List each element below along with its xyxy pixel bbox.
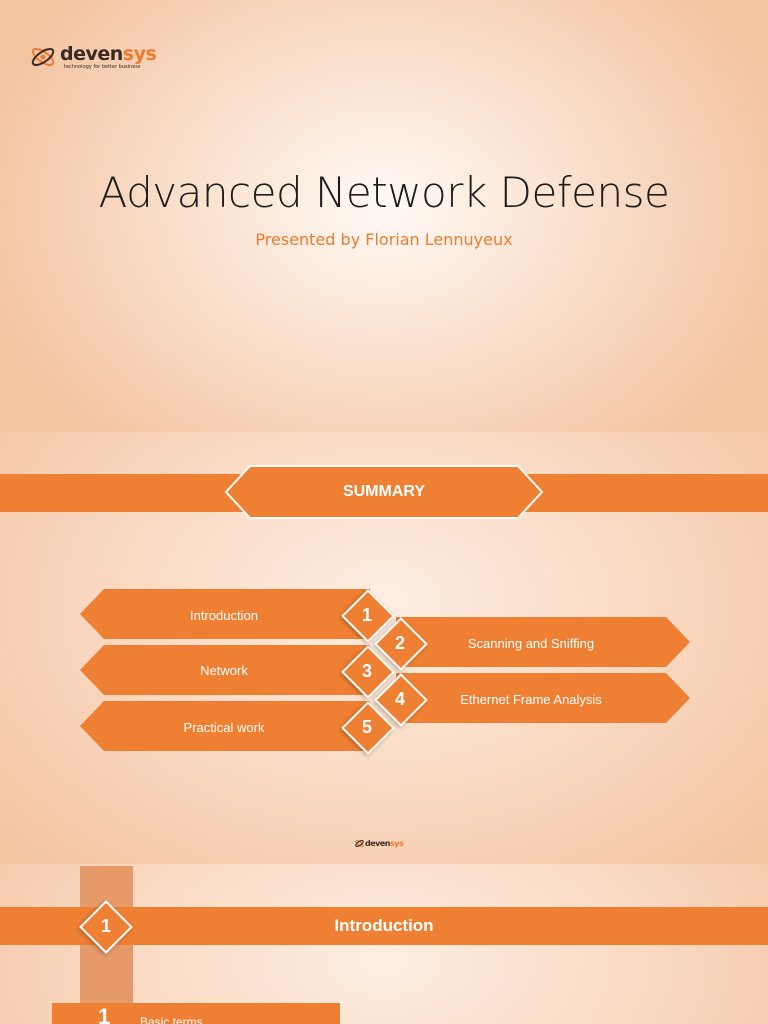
logo-word-dev: deven [60,42,123,65]
section-title: Introduction [334,916,434,935]
summary-item-label-3[interactable]: Network [200,663,248,678]
subsection-number: 1 [98,1004,111,1024]
devensys-logo-icon [31,47,55,67]
introduction-slide: 1 Introduction 1 Basic terms [0,864,768,1024]
subsection-box [52,1003,340,1024]
summary-item-number-5: 5 [361,717,372,737]
summary-item-number-3: 3 [361,661,372,681]
subsection-label[interactable]: Basic terms [140,1015,203,1024]
summary-banner-shape [224,465,544,519]
summary-item-label-2[interactable]: Scanning and Sniffing [467,636,595,651]
section-number: 1 [100,916,111,936]
summary-item-shape-1 [80,589,370,639]
logo-tagline: technology for better business [64,63,141,70]
presenter-subtitle: Presented by Florian Lennuyeux [255,230,513,249]
title-slide: devensys technology for better business … [0,0,768,432]
footer-logo-word-sys: sys [390,839,404,848]
summary-item-number-4: 4 [394,689,405,709]
devensys-logo: devensys technology for better business [28,42,157,72]
summary-banner-label: SUMMARY [342,483,426,500]
devensys-logo-icon [355,840,364,847]
summary-item-shape-4 [396,673,690,723]
summary-item-label-5[interactable]: Practical work [183,720,265,735]
logo-word-sys: sys [122,42,157,65]
summary-item-shape-5 [80,701,370,751]
summary-item-label-1[interactable]: Introduction [190,608,258,623]
presentation-title: Advanced Network Defense [98,168,670,217]
summary-item-label-4[interactable]: Ethernet Frame Analysis [460,692,602,707]
footer-logo-word-dev: deven [365,839,391,848]
summary-item-number-1: 1 [361,605,372,625]
summary-item-shape-3 [80,645,370,695]
summary-item-shape-2 [396,617,690,667]
summary-item-number-2: 2 [394,633,405,653]
footer-logo: devensys [354,838,404,849]
summary-slide: SUMMARY Introduction Scanning and Sniffi… [0,432,768,864]
